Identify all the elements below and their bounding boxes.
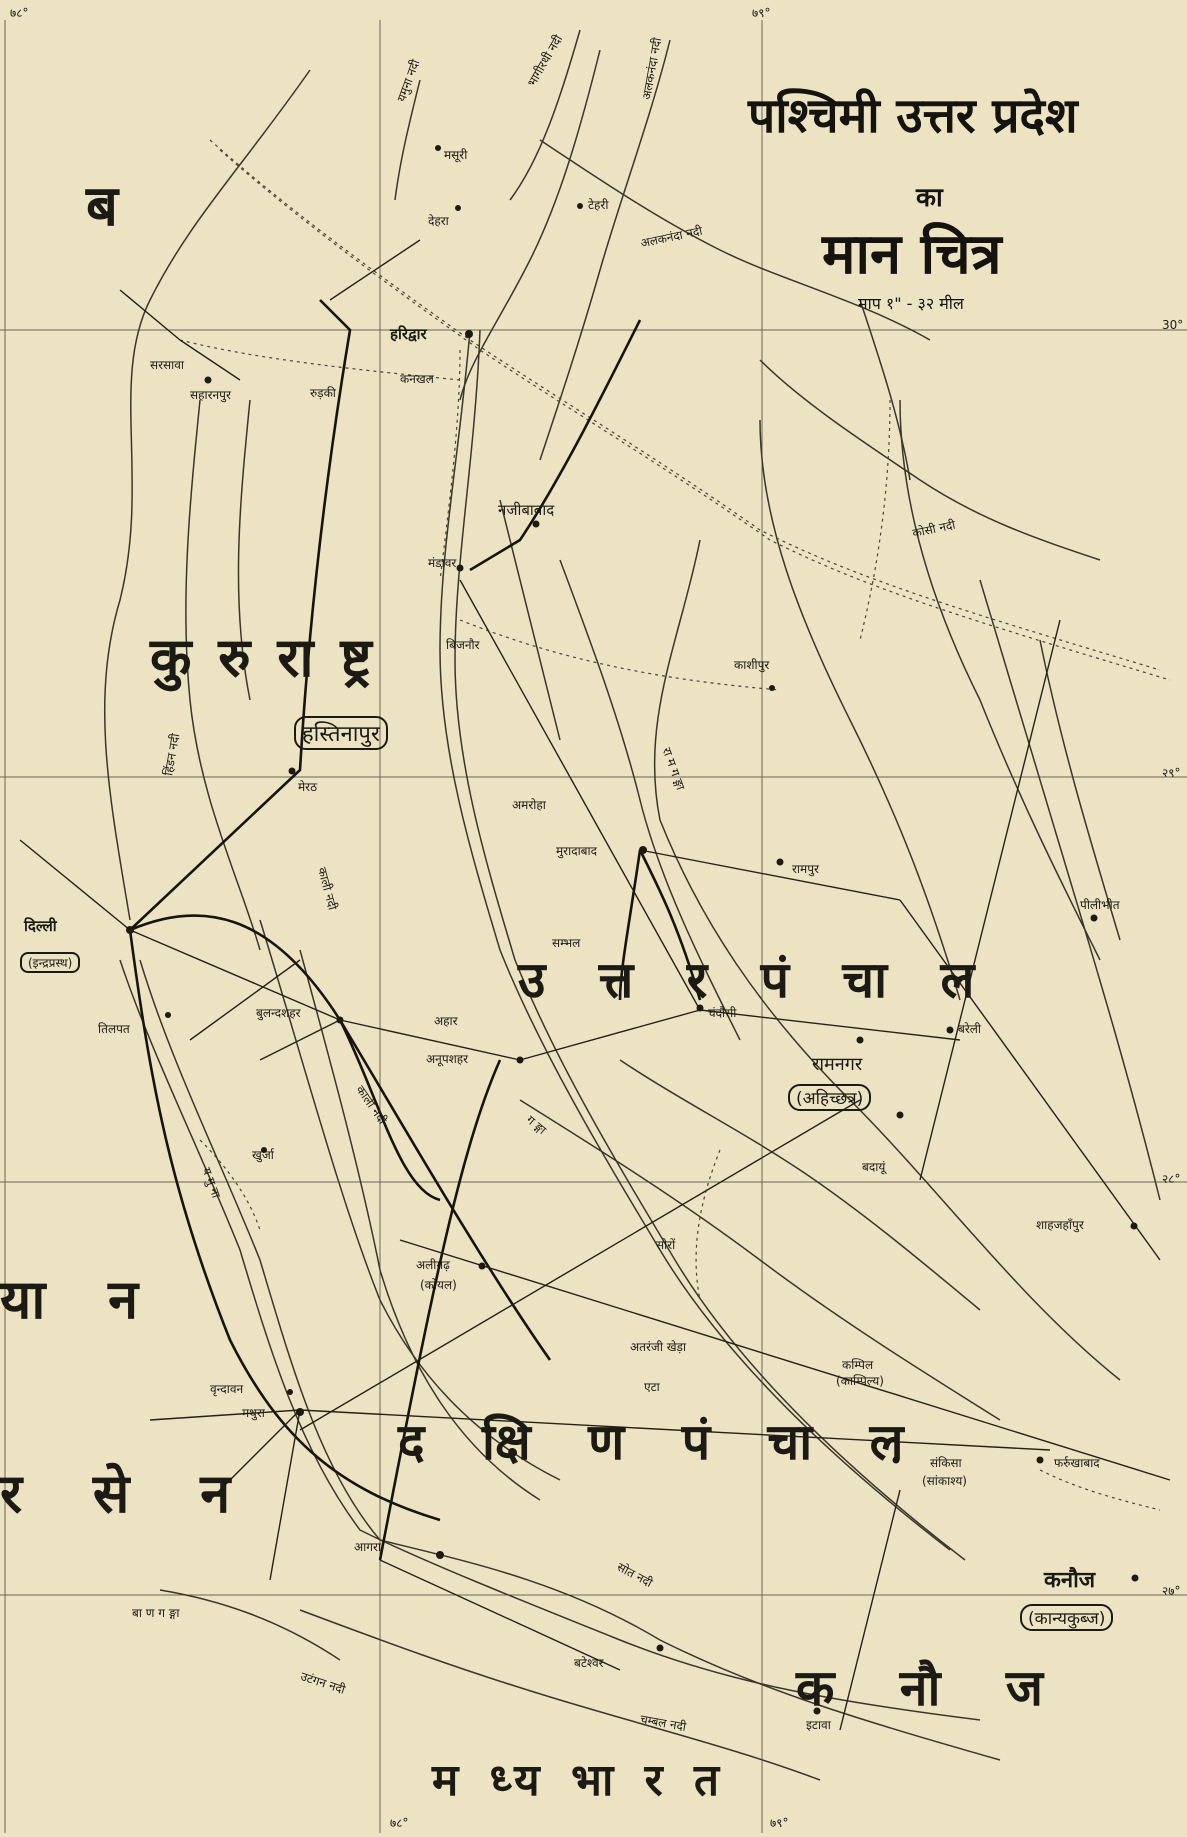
place-etawah: इटावा — [806, 1718, 831, 1732]
place-kampilya: (काम्पिल्य) — [836, 1374, 884, 1388]
region-ba-fragment: ब — [86, 174, 122, 239]
place-roorkee: रुड़की — [310, 386, 336, 400]
place-saharanpur: सहारनपुर — [190, 388, 231, 402]
place-sarsawa: सरसावा — [150, 358, 185, 372]
grid-label-bottom-left: ७८° — [390, 1816, 409, 1830]
place-indraprastha: (इन्द्रप्रस्थ) — [20, 952, 81, 973]
region-kururashtra: कु रु रा ष्ट्र — [150, 626, 376, 689]
place-soron: सोरों — [656, 1238, 676, 1252]
place-amroha: अमरोहा — [512, 798, 546, 812]
place-sambhal: सम्भल — [552, 936, 581, 950]
grid-lines — [0, 20, 1187, 1833]
grid-label-30: 30° — [1162, 318, 1184, 332]
river-banganga: बा ण ग ङ्गा — [132, 1606, 180, 1620]
boundary-lines — [179, 139, 1171, 1511]
place-anupshahr: अनूपशहर — [426, 1052, 469, 1066]
place-bateshwar: बटेश्वर — [574, 1656, 604, 1670]
place-delhi: दिल्ली — [24, 917, 57, 935]
region-haryana-fragment: या न — [0, 1268, 161, 1331]
place-rampur: रामपुर — [792, 862, 819, 876]
place-koil: (कोयल) — [420, 1278, 457, 1292]
grid-label-top-left: ७८° — [10, 6, 29, 20]
place-moradabad: मुरादाबाद — [556, 844, 598, 858]
place-sankisa: संकिसा — [930, 1456, 962, 1470]
place-shahjahanpur: शाहजहाँपुर — [1036, 1218, 1084, 1232]
grid-label-29: २९° — [1162, 766, 1181, 780]
region-uttar-panchal: उ त्त र पं चा ल — [518, 951, 993, 1009]
grid-label-top-right: ७९° — [752, 6, 771, 20]
region-madhya-bharat: म ध्य भा र त — [432, 1755, 728, 1806]
place-bijnor: बिजनौर — [446, 638, 480, 652]
town-dots — [126, 145, 1139, 1715]
grid-label-27: २७° — [1162, 1584, 1181, 1598]
place-kampil: कम्पिल — [842, 1358, 874, 1372]
place-kanyakubj: (कान्यकुब्ज) — [1020, 1604, 1114, 1631]
region-kannauj: क नौ ज — [796, 1659, 1068, 1717]
region-dakshin-panchal: द क्षि ण पं चा ल — [398, 1413, 924, 1471]
place-haridwar: हरिद्वार — [390, 325, 427, 343]
place-kannauj-town: कनौज — [1044, 1568, 1096, 1593]
grid-label-bottom-right: ७९° — [770, 1816, 789, 1830]
place-budaun: बदायूं — [862, 1160, 886, 1174]
place-tehri: टेहरी — [588, 198, 609, 212]
place-ahichchhatra: (अहिच्छत्र) — [788, 1084, 872, 1111]
map-scale: माप १" - ३२ मील — [858, 294, 964, 313]
river-lines — [103, 29, 1161, 1781]
map-subtitle: मान चित्र — [822, 222, 1002, 287]
road-lines — [19, 239, 1171, 1731]
map-title: पश्चिमी उत्तर प्रदेश — [748, 88, 1078, 144]
place-vrindavan: वृन्दावन — [210, 1382, 244, 1396]
place-eta: एटा — [644, 1380, 660, 1394]
place-ahar: अहार — [434, 1014, 458, 1028]
place-khurja: खुर्जा — [252, 1148, 274, 1162]
place-bareilly: बरेली — [958, 1022, 982, 1036]
place-hastinapur: हस्तिनापुर — [294, 716, 388, 750]
place-dehradun: देहरा — [428, 214, 449, 228]
region-shursen-fragment: र से न — [0, 1462, 257, 1525]
place-farrukhabad: फर्रुखाबाद — [1054, 1456, 1100, 1470]
place-tilpat: तिलपत — [98, 1022, 130, 1036]
place-kankhal: कनखल — [400, 372, 434, 386]
place-mathura: मथुरा — [242, 1406, 265, 1420]
map-title-connector: का — [916, 183, 943, 213]
place-agra: आगरा — [354, 1540, 382, 1554]
place-chandausi: चंदौसी — [708, 1006, 737, 1020]
place-pilibhit: पीलीभीत — [1080, 898, 1120, 912]
place-ramnagar: रामनगर — [812, 1054, 863, 1075]
place-meerut: मेरठ — [298, 780, 318, 794]
place-sankashya: (सांकाश्य) — [922, 1474, 967, 1488]
place-bulandshahr: बुलन्दशहर — [256, 1006, 301, 1020]
place-najibabad: नजीबाबाद — [498, 501, 555, 519]
place-aligarh: अलीगढ़ — [416, 1258, 450, 1272]
place-mussoorie: मसूरी — [444, 148, 468, 162]
place-atranji: अतरंजी खेड़ा — [630, 1340, 687, 1354]
place-kashipur: काशीपुर — [734, 658, 770, 672]
grid-label-28: २८° — [1162, 1172, 1181, 1186]
place-mandawar: मंडावर — [428, 556, 457, 570]
